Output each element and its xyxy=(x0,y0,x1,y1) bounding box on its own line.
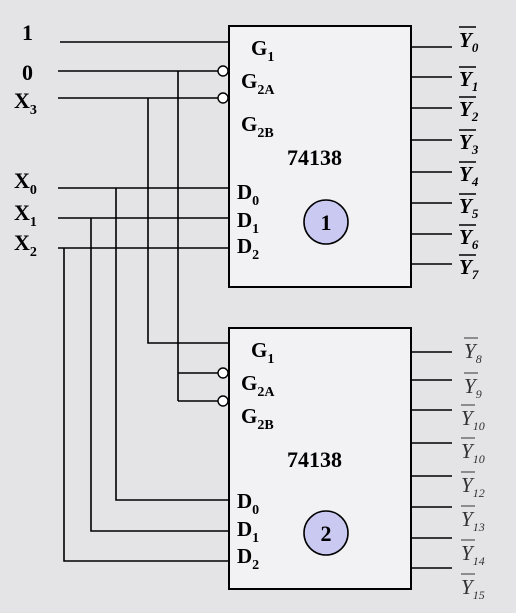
output-y13-label: Y13 xyxy=(461,505,485,534)
chip1-part-number: 74138 xyxy=(287,145,342,170)
svg-text:Y1: Y1 xyxy=(459,67,478,94)
chip2-pin-d2: D2 xyxy=(237,544,259,573)
chip2-g2a-inverter-bubble xyxy=(217,367,229,379)
chip1-pin-d2: D2 xyxy=(237,234,259,263)
chip1-pin-g2a: G2A xyxy=(241,69,275,98)
output-y1-label: Y1 xyxy=(459,66,478,94)
wire-x0-to-chip2 xyxy=(115,188,228,501)
output-y4-label: Y4 xyxy=(459,161,479,189)
chip1-badge: 1 xyxy=(303,199,349,245)
output-y5-label: Y5 xyxy=(459,193,479,221)
chip2-pin-d1: D1 xyxy=(237,517,259,546)
input-x0-label: X0 xyxy=(14,168,37,198)
output-y0-label: Y0 xyxy=(459,26,479,55)
svg-text:Y5: Y5 xyxy=(459,194,479,221)
svg-text:Y13: Y13 xyxy=(461,507,485,534)
chip2-pin-d0: D0 xyxy=(237,489,259,518)
input-x2-label: X2 xyxy=(14,230,37,260)
output-y6-label: Y6 xyxy=(459,224,479,252)
svg-text:Y0: Y0 xyxy=(459,28,479,55)
svg-text:Y4: Y4 xyxy=(459,162,479,189)
svg-text:Y10: Y10 xyxy=(461,439,485,466)
chip2-pin-g2a: G2A xyxy=(241,371,275,400)
chip1-pin-d1: D1 xyxy=(237,208,259,237)
input-x3-label: X3 xyxy=(14,88,37,118)
chip2-pin-g2b: G2B xyxy=(241,404,274,433)
output-y15-label: Y15 xyxy=(461,573,485,602)
wire-x1-to-chip2 xyxy=(90,218,228,532)
output-y10a-label: Y10 xyxy=(461,404,485,433)
chip1-pin-d0: D0 xyxy=(237,180,259,209)
svg-text:Y2: Y2 xyxy=(459,97,479,124)
chip2-pin-g1: G1 xyxy=(251,338,274,367)
svg-text:Y8: Y8 xyxy=(464,339,482,366)
output-y2-label: Y2 xyxy=(459,96,479,124)
svg-text:Y7: Y7 xyxy=(459,255,479,282)
chip1-g2b-inverter-bubble xyxy=(217,92,229,104)
chip2-part-number: 74138 xyxy=(287,447,342,472)
svg-text:Y9: Y9 xyxy=(464,374,482,401)
output-y8-label: Y8 xyxy=(464,337,482,366)
chip2-g2b-inverter-bubble xyxy=(217,395,229,407)
chip2-badge-label: 2 xyxy=(321,521,332,546)
svg-text:Y6: Y6 xyxy=(459,225,479,252)
output-y12-label: Y12 xyxy=(461,471,485,500)
output-y10b-label: Y10 xyxy=(461,437,485,466)
output-y3-label: Y3 xyxy=(459,129,479,157)
output-y9-label: Y9 xyxy=(464,372,482,401)
output-y7-label: Y7 xyxy=(459,254,479,282)
input-x1-label: X1 xyxy=(14,200,37,230)
chip1-pin-g1: G1 xyxy=(251,36,274,65)
wiring xyxy=(58,41,452,569)
chip1-output-labels: Y0 Y1 Y2 Y3 Y4 Y5 Y6 Y7 xyxy=(459,26,479,282)
chip1-g2a-inverter-bubble xyxy=(217,65,229,77)
chip1-pin-g2b: G2B xyxy=(241,112,274,141)
svg-text:Y3: Y3 xyxy=(459,130,479,157)
svg-text:Y14: Y14 xyxy=(461,541,485,568)
input-1-label: 1 xyxy=(22,20,33,45)
output-y14-label: Y14 xyxy=(461,539,485,568)
chip1-badge-label: 1 xyxy=(321,210,332,235)
wire-x2-to-chip2 xyxy=(63,248,228,562)
wire-x3-to-chip2-g1 xyxy=(147,98,228,344)
svg-text:Y12: Y12 xyxy=(461,473,485,500)
chip2-output-labels: Y8 Y9 Y10 Y10 Y12 Y13 Y14 Y15 xyxy=(461,337,485,602)
svg-text:Y15: Y15 xyxy=(461,575,485,602)
input-0-label: 0 xyxy=(22,60,33,85)
chip2-badge: 2 xyxy=(303,510,349,556)
svg-text:Y10: Y10 xyxy=(461,406,485,433)
